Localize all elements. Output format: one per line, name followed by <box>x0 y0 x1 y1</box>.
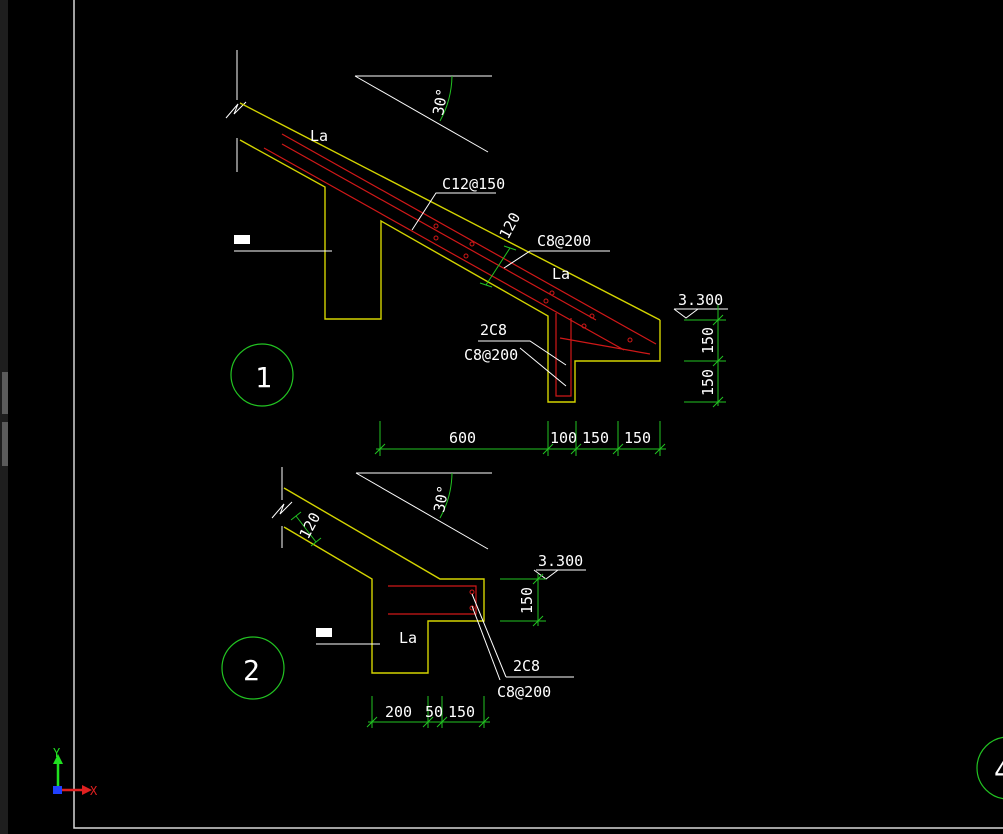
detail1-rebar <box>263 133 657 397</box>
detail2-member-tag <box>316 628 380 645</box>
detail2-dim-h-1: 50 <box>425 703 443 721</box>
detail4-bubble <box>976 736 1003 800</box>
detail1-bubble <box>230 343 294 407</box>
detail2-dim-h-2: 150 <box>448 703 475 721</box>
detail2-edge-bars-leader <box>471 593 574 681</box>
detail1-dim-h-0: 600 <box>449 429 476 447</box>
detail1-member-tag <box>234 235 332 252</box>
detail1-rebar-dots <box>433 223 633 343</box>
detail1-dim-h-3: 150 <box>624 429 651 447</box>
detail-1[interactable]: 30° La C12@150 120 C8@200 La <box>225 50 728 456</box>
ucs-x-label: X <box>90 784 98 798</box>
detail1-dim-v-bottom: 150 <box>699 369 717 396</box>
detail1-dim-h-2: 150 <box>582 429 609 447</box>
detail2-angle-label: 30° <box>430 484 452 514</box>
detail1-angle-marker <box>354 75 492 153</box>
detail1-elevation-marker <box>673 308 728 319</box>
detail1-bubble-number: 1 <box>255 361 272 394</box>
detail1-concrete-outline <box>239 102 661 403</box>
ucs-icon: Y X <box>53 746 98 798</box>
detail1-dist-bar-label: C8@200 <box>537 232 591 250</box>
detail2-la-label: La <box>399 629 417 647</box>
sheet-frame <box>73 0 1003 829</box>
detail1-top-bar-label: C12@150 <box>442 175 505 193</box>
detail1-vertical-dims <box>684 305 726 408</box>
detail-2[interactable]: 30° 120 La <box>221 467 586 728</box>
detail2-horizontal-dims <box>366 696 490 728</box>
detail2-angle-marker <box>355 472 492 550</box>
detail1-horizontal-dims <box>374 421 666 456</box>
panel-handle-upper[interactable] <box>2 372 8 414</box>
detail1-dim-h-1: 100 <box>550 429 577 447</box>
ucs-y-label: Y <box>53 746 61 760</box>
detail1-dist-bar-leader <box>503 250 610 269</box>
detail2-dim-h-0: 200 <box>385 703 412 721</box>
detail1-thickness-dim <box>479 245 517 288</box>
detail4-bubble-number: 4 <box>994 754 1003 787</box>
detail1-edge-bars-leader <box>478 340 567 387</box>
detail-4-partial[interactable]: 4 <box>976 736 1003 800</box>
detail2-rebar <box>388 585 477 615</box>
detail2-break-line <box>271 467 293 548</box>
detail2-thickness-dim <box>290 511 322 547</box>
detail2-vertical-dim <box>500 573 546 627</box>
detail1-break-line <box>225 50 247 172</box>
detail2-dim-v: 150 <box>518 587 536 614</box>
detail1-edge-bars-label: 2C8 <box>480 321 507 339</box>
detail2-concrete-outline <box>283 487 485 674</box>
detail2-stirrups-label: C8@200 <box>497 683 551 701</box>
detail1-la-lower: La <box>552 265 570 283</box>
detail2-elevation-label: 3.300 <box>538 552 583 570</box>
detail2-bubble-number: 2 <box>243 654 260 687</box>
detail2-edge-bars-label: 2C8 <box>513 657 540 675</box>
detail1-elevation-label: 3.300 <box>678 291 723 309</box>
left-panel-strip <box>0 0 8 834</box>
panel-handle-lower[interactable] <box>2 422 8 466</box>
detail1-stirrups-label: C8@200 <box>464 346 518 364</box>
detail1-dim-v-top: 150 <box>699 327 717 354</box>
detail1-top-bar-leader <box>411 192 496 231</box>
detail2-bubble <box>221 636 285 700</box>
detail1-la-upper: La <box>310 127 328 145</box>
detail1-angle-label: 30° <box>429 87 451 117</box>
